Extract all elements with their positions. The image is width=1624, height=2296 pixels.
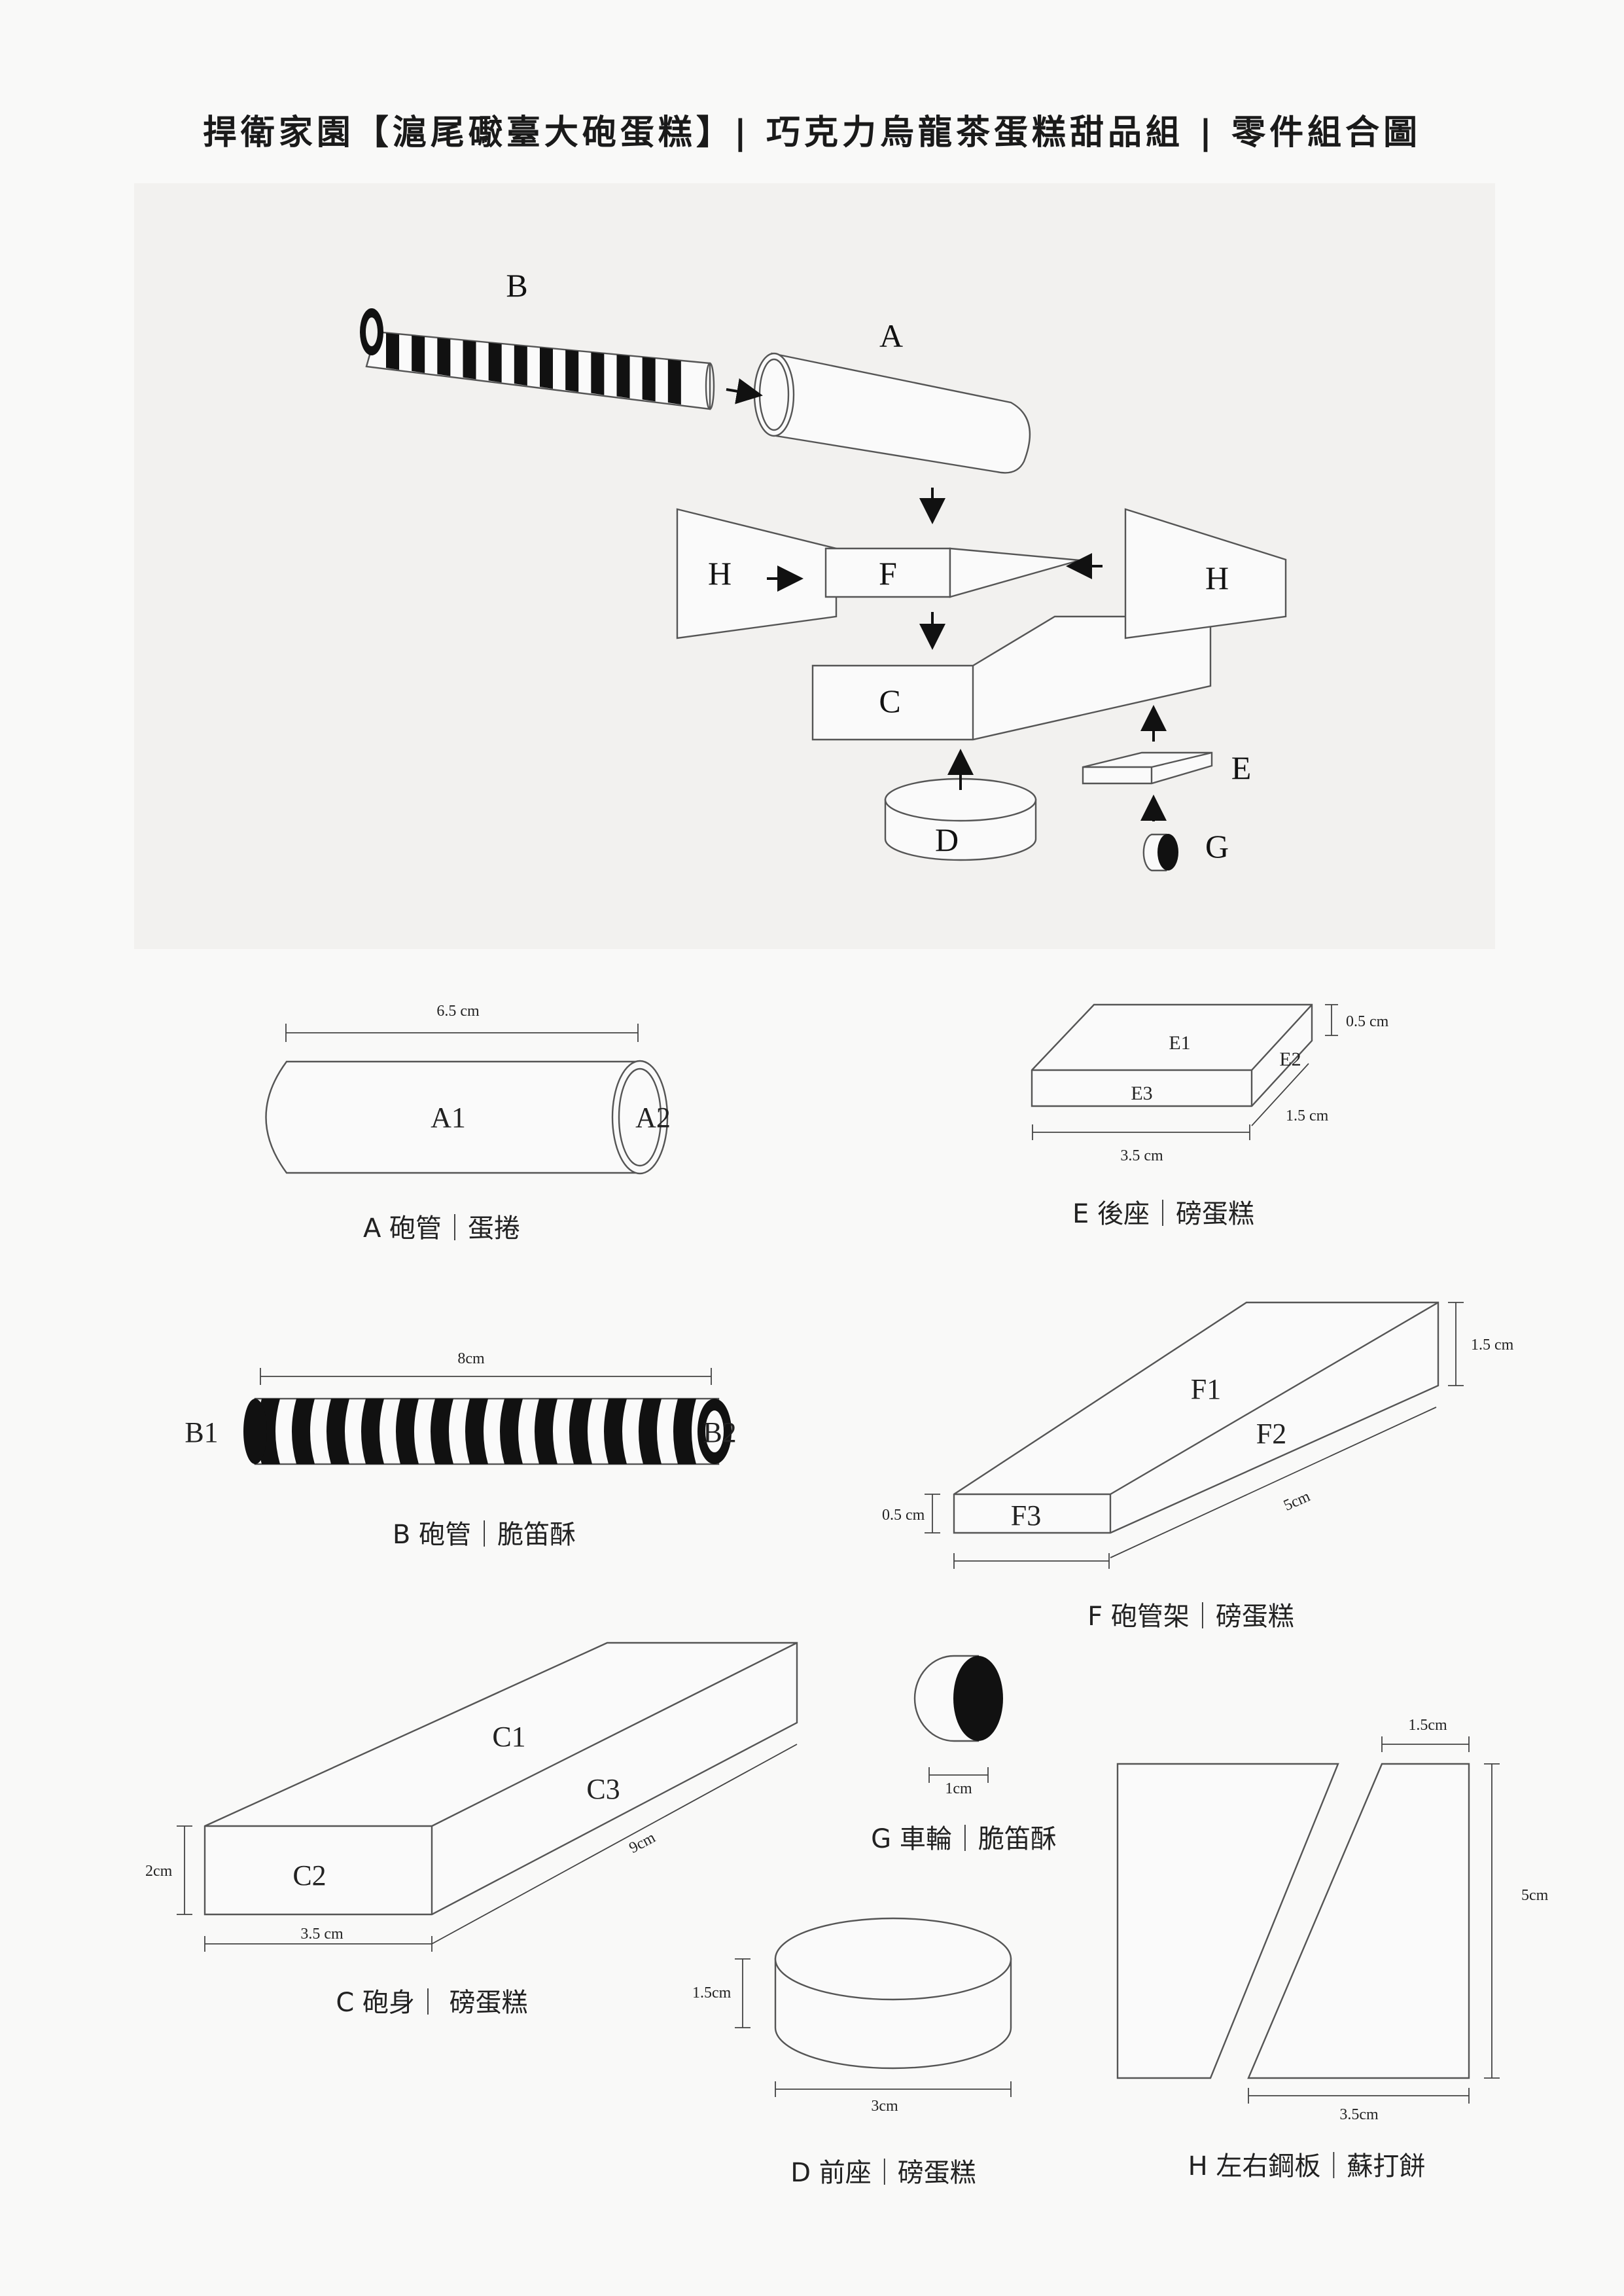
stripe <box>465 1399 488 1464</box>
caption-a: A 砲管｜蛋捲 <box>363 1213 520 1244</box>
stripe <box>616 355 630 399</box>
stripe <box>639 1399 662 1464</box>
stripe <box>292 1399 315 1464</box>
assembly-part-b <box>360 308 715 410</box>
part-c-drawing <box>177 1641 798 1952</box>
stripe <box>535 1399 557 1464</box>
dim-e-height: 0.5 cm <box>1346 1013 1389 1030</box>
stripe <box>463 340 476 380</box>
dim-g-width: 1cm <box>945 1780 972 1797</box>
stripe <box>565 350 579 392</box>
assembly-part-d <box>884 778 1037 861</box>
caption-h: H 左右鋼板｜蘇打餅 <box>1188 2151 1426 2181</box>
assembly-label-c: C <box>879 683 900 719</box>
caption-e: E 後座｜磅蛋糕 <box>1072 1199 1254 1229</box>
label-e2: E2 <box>1279 1049 1301 1070</box>
stripe <box>667 359 681 405</box>
dim-h-height: 5cm <box>1521 1887 1549 1904</box>
dim-d-width: 3cm <box>871 2098 898 2115</box>
dim-c-width: 3.5 cm <box>300 1926 344 1943</box>
part-h-drawing <box>1116 1736 1500 2104</box>
dim-c-height: 2cm <box>145 1863 173 1880</box>
part-e-drawing <box>1031 1003 1338 1140</box>
part-f-drawing <box>925 1301 1464 1569</box>
caption-f: F 砲管架｜磅蛋糕 <box>1087 1602 1294 1632</box>
assembly-label-a: A <box>879 317 903 354</box>
part-d-drawing <box>735 1917 1012 2097</box>
assembly-part-a <box>753 352 1031 474</box>
stripe <box>488 342 502 383</box>
dim-e-width: 3.5 cm <box>1120 1147 1163 1164</box>
stripe <box>569 1399 592 1464</box>
stripe <box>437 338 451 376</box>
assembly-label-h-right: H <box>1205 560 1229 596</box>
assembly-label-d: D <box>935 821 959 858</box>
label-c1: C1 <box>492 1721 525 1753</box>
assembly-part-g <box>1142 833 1178 872</box>
arrow-b-to-a <box>726 378 763 404</box>
stripe <box>386 333 399 370</box>
label-c3: C3 <box>586 1773 620 1805</box>
stripe <box>514 345 527 386</box>
caption-g: G 車輪｜脆笛酥 <box>871 1824 1057 1854</box>
label-f2: F2 <box>1256 1418 1286 1450</box>
caption-d: D 前座｜磅蛋糕 <box>790 2158 976 2188</box>
label-b1: B1 <box>185 1416 218 1448</box>
stripe <box>642 357 656 402</box>
caption-b: B 砲管｜脆笛酥 <box>393 1520 576 1550</box>
dim-c-length: 9cm <box>626 1829 658 1857</box>
dim-f-length: 5cm <box>1281 1488 1313 1515</box>
stripe <box>540 348 553 389</box>
assembly-label-h-left: H <box>708 555 732 592</box>
dim-a-length: 6.5 cm <box>436 1003 480 1020</box>
stripe <box>673 1399 696 1464</box>
part-g-drawing <box>913 1655 1003 1783</box>
assembly-label-b: B <box>506 267 527 304</box>
dim-h-width: 3.5cm <box>1339 2106 1379 2123</box>
label-a2: A2 <box>635 1102 671 1134</box>
assembly-label-g: G <box>1205 828 1229 865</box>
assembly-part-f <box>824 547 1080 598</box>
caption-c: C 砲身｜ 磅蛋糕 <box>336 1988 527 2018</box>
label-e1: E1 <box>1169 1032 1190 1054</box>
dim-e-depth: 1.5 cm <box>1286 1107 1329 1124</box>
stripe <box>431 1399 453 1464</box>
assembly-part-h-left <box>676 508 838 639</box>
label-c2: C2 <box>292 1859 326 1892</box>
dim-f-thickness: 0.5 cm <box>882 1507 925 1524</box>
assembly-label-f: F <box>879 555 897 592</box>
assembly-label-e: E <box>1231 749 1252 786</box>
stripe <box>396 1399 419 1464</box>
part-b-drawing <box>243 1368 732 1465</box>
dim-h-top: 1.5cm <box>1408 1717 1447 1734</box>
label-f1: F1 <box>1191 1373 1221 1405</box>
assembly-part-h-right <box>1124 508 1287 639</box>
label-e3: E3 <box>1131 1083 1152 1104</box>
page-title: 捍衛家園【滬尾礮臺大砲蛋糕】| 巧克力烏龍茶蛋糕甜品組 | 零件組合圖 <box>202 113 1422 152</box>
assembly-part-c <box>811 615 1212 741</box>
label-b2: B2 <box>703 1416 736 1448</box>
stripe <box>500 1399 523 1464</box>
stripe <box>604 1399 627 1464</box>
stripe <box>591 352 605 395</box>
label-a1: A1 <box>431 1102 466 1134</box>
dim-b-length: 8cm <box>457 1350 485 1367</box>
label-f3: F3 <box>1011 1499 1041 1532</box>
part-a-drawing <box>265 1024 669 1175</box>
stripe <box>327 1399 349 1464</box>
stripe <box>412 335 425 373</box>
stripe <box>361 1399 384 1464</box>
dim-d-height: 1.5cm <box>692 1984 732 2001</box>
dim-f-height: 1.5 cm <box>1471 1336 1514 1354</box>
